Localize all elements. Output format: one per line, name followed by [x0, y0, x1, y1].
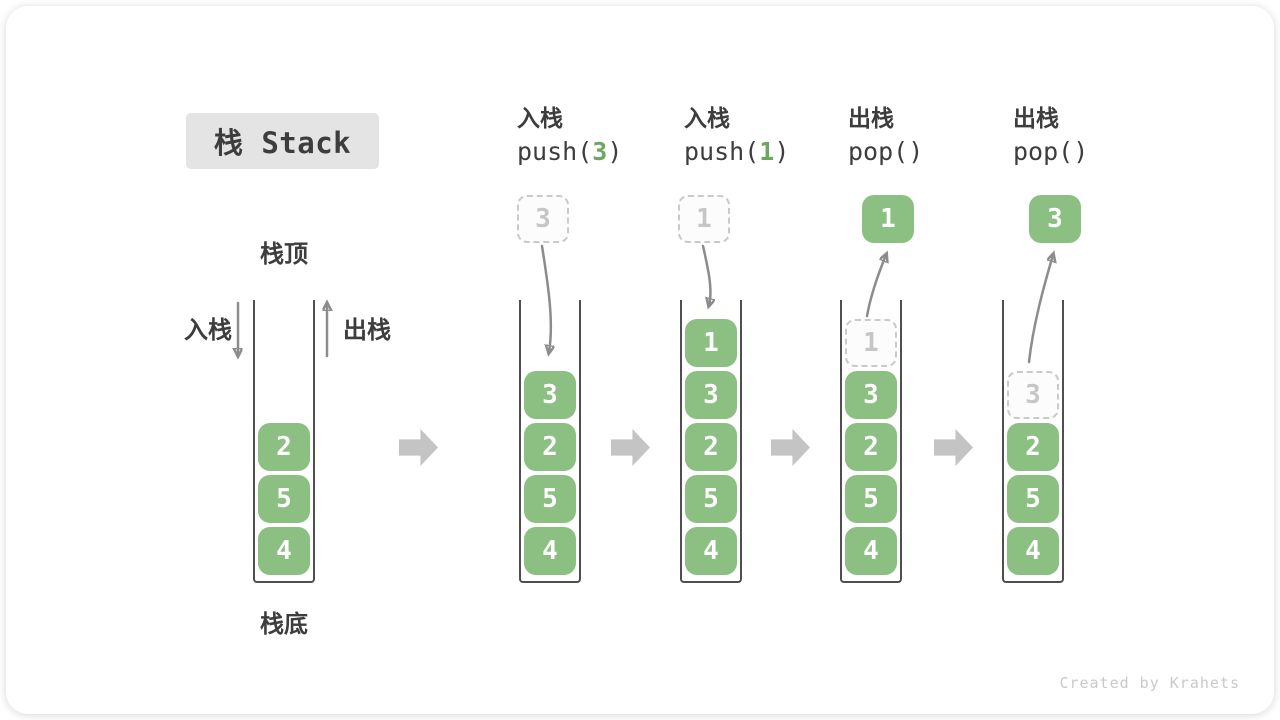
stack-cell: 3	[685, 371, 737, 419]
popped-element: 1	[862, 195, 914, 243]
stack-cell: 2	[524, 423, 576, 471]
operation-name: 入栈	[684, 105, 730, 131]
stack-container-initial	[253, 300, 315, 583]
stack-cell: 2	[1007, 423, 1059, 471]
stack-cell: 4	[258, 527, 310, 575]
stack-cell: 2	[845, 423, 897, 471]
operation-name: 出栈	[848, 105, 894, 131]
stack-bottom-label: 栈底	[260, 611, 308, 638]
stack-cell: 4	[524, 527, 576, 575]
stack-cell: 5	[685, 475, 737, 523]
popped-element: 3	[1029, 195, 1081, 243]
stack-cell: 3	[845, 371, 897, 419]
operation-code: pop()	[1013, 137, 1089, 166]
diagram-title: 栈 Stack	[186, 113, 379, 169]
stack-container-after-push-1	[680, 300, 742, 583]
stack-cell: 5	[258, 475, 310, 523]
stack-cell: 4	[685, 527, 737, 575]
operation-name: 出栈	[1013, 105, 1059, 131]
operation-3: 出栈 pop()	[848, 104, 923, 167]
stack-cell: 5	[524, 475, 576, 523]
operation-arg: 1	[759, 137, 775, 166]
push-direction-label: 入栈	[184, 317, 232, 344]
incoming-element: 1	[678, 195, 730, 243]
stack-cell: 3	[524, 371, 576, 419]
removed-cell: 1	[845, 319, 897, 367]
stack-top-label: 栈顶	[260, 241, 308, 268]
stack-cell: 2	[258, 423, 310, 471]
stack-container-after-pop-3	[1002, 300, 1064, 583]
operation-code: push(1)	[684, 137, 790, 166]
operation-code: push(3)	[517, 137, 623, 166]
stack-cell: 5	[1007, 475, 1059, 523]
stack-container-after-pop-1	[840, 300, 902, 583]
incoming-element: 3	[517, 195, 569, 243]
operation-2: 入栈 push(1)	[684, 104, 789, 167]
operation-code: pop()	[848, 137, 924, 166]
stack-cell: 1	[685, 319, 737, 367]
removed-cell: 3	[1007, 371, 1059, 419]
operation-arg: 3	[592, 137, 608, 166]
stack-cell: 4	[845, 527, 897, 575]
stack-cell: 5	[845, 475, 897, 523]
watermark: Created by Krahets	[1059, 674, 1240, 692]
pop-direction-label: 出栈	[343, 317, 391, 344]
operation-1: 入栈 push(3)	[517, 104, 622, 167]
stack-container-after-push-3	[519, 300, 581, 583]
operation-name: 入栈	[517, 105, 563, 131]
stack-cell: 4	[1007, 527, 1059, 575]
stack-cell: 2	[685, 423, 737, 471]
operation-4: 出栈 pop()	[1013, 104, 1088, 167]
